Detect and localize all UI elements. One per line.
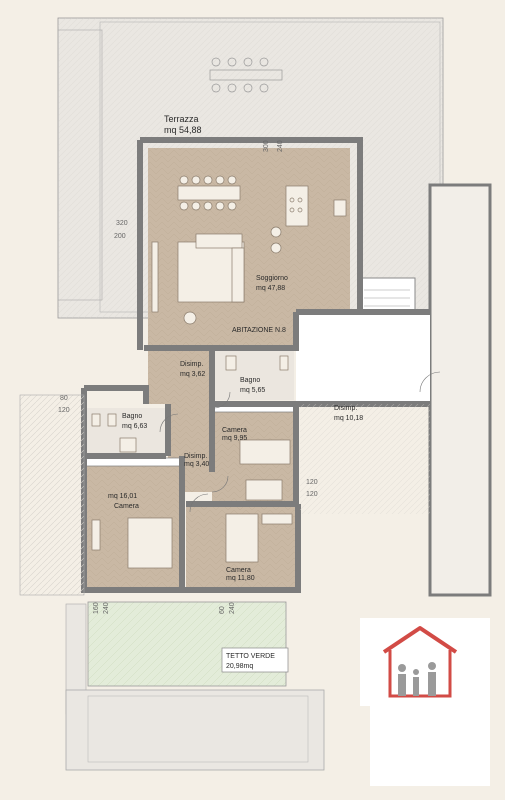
disimp-1-area-text: mq 3,62 bbox=[180, 371, 205, 378]
dim-left-a: 320 bbox=[116, 220, 128, 227]
green-roof-area-text: 20,98mq bbox=[226, 663, 253, 670]
dim-left-b: 200 bbox=[114, 233, 126, 240]
camera-1-name: Camera bbox=[222, 427, 247, 434]
dim-bottom-b: 240 bbox=[103, 602, 110, 614]
terrace-area-text: mq 54,88 bbox=[164, 125, 202, 135]
doors bbox=[159, 371, 441, 513]
camera-1-area-text: mq 9,95 bbox=[222, 435, 247, 442]
dim-top-a: 300 bbox=[263, 140, 270, 152]
dim-bottom-d: 240 bbox=[229, 602, 236, 614]
camera-2-name: Camera bbox=[114, 503, 139, 510]
green-roof-name: TETTO VERDE bbox=[226, 653, 275, 660]
disimp-3-area-text: mq 3,40 bbox=[184, 461, 209, 468]
bagno-1-area-text: mq 5,65 bbox=[240, 387, 265, 394]
living-name: Soggiorno bbox=[256, 275, 288, 282]
dim-bottom-a: 160 bbox=[93, 602, 100, 614]
dim-right-b: 120 bbox=[306, 491, 318, 498]
disimp-2-area-text: mq 10,18 bbox=[334, 415, 363, 422]
living-area-text: mq 47,88 bbox=[256, 285, 285, 292]
dim-bottom-c: 60 bbox=[219, 606, 226, 614]
camera-2-area-text: mq 16,01 bbox=[108, 493, 137, 500]
bagno-1-name: Bagno bbox=[240, 377, 260, 384]
green-roof-area bbox=[65, 601, 325, 771]
unit-label: ABITAZIONE N.8 bbox=[232, 327, 286, 334]
disimp-2-name: Disimp. bbox=[334, 405, 357, 412]
dim-right-a: 120 bbox=[306, 479, 318, 486]
disimp-1-name: Disimp. bbox=[180, 361, 203, 368]
furniture bbox=[91, 175, 347, 569]
dim-top-b: 240 bbox=[277, 140, 284, 152]
terrace-name: Terrazza bbox=[164, 114, 199, 124]
house-family-logo-icon bbox=[360, 618, 490, 786]
room-labels: Terrazza mq 54,88 Soggiorno mq 47,88 ABI… bbox=[108, 114, 363, 673]
dimension-labels: 300 240 320 200 80 120 120 120 160 240 6… bbox=[58, 140, 318, 614]
disimp-3-name: Disimp. bbox=[184, 453, 207, 460]
dim-mid-left-b: 120 bbox=[58, 407, 70, 414]
dim-mid-left-a: 80 bbox=[60, 395, 68, 402]
bagno-2-name: Bagno bbox=[122, 413, 142, 420]
bagno-2-area-text: mq 6,63 bbox=[122, 423, 147, 430]
camera-3-name: Camera bbox=[226, 567, 251, 574]
outdoor-dining-table bbox=[209, 57, 283, 93]
camera-3-area-text: mq 11,80 bbox=[226, 575, 255, 582]
